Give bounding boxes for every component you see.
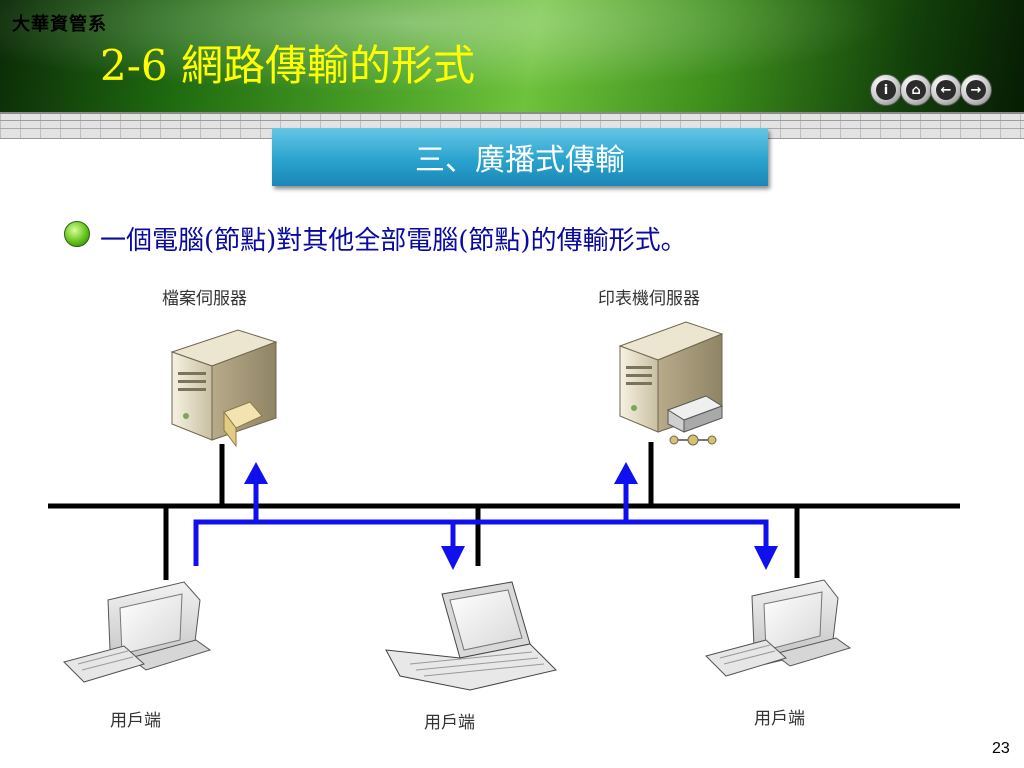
client-label: 用戶端 [110, 711, 161, 731]
nav-buttons: i ⌂ ← → [870, 74, 992, 106]
header-banner [0, 0, 1024, 112]
client-laptop-icon [385, 581, 557, 691]
page-title: 2-6 網路傳輸的形式 [100, 41, 475, 90]
broadcast-signal [193, 462, 778, 570]
info-button[interactable]: i [870, 74, 902, 106]
file-server-label: 檔案伺服器 [162, 289, 247, 309]
section-subtitle: 三、廣播式傳輸 [272, 128, 768, 186]
client-desktop-icon [63, 581, 212, 683]
arrow-right-icon: → [966, 80, 986, 100]
info-icon: i [876, 80, 896, 100]
department-label: 大華資管系 [12, 14, 107, 35]
print-server-icon [618, 321, 724, 446]
file-server-icon [170, 329, 278, 448]
arrow-left-icon: ← [936, 80, 956, 100]
print-server-label: 印表機伺服器 [598, 289, 700, 309]
network-bus [48, 442, 960, 580]
client-desktop-icon [705, 579, 852, 677]
forward-button[interactable]: → [960, 74, 992, 106]
bullet-text: 一個電腦(節點)對其他全部電腦(節點)的傳輸形式。 [100, 226, 687, 256]
home-icon: ⌂ [906, 80, 926, 100]
bullet-icon [64, 221, 90, 247]
client-label: 用戶端 [424, 713, 475, 733]
page-number: 23 [992, 740, 1010, 757]
client-label: 用戶端 [754, 709, 805, 729]
back-button[interactable]: ← [930, 74, 962, 106]
home-button[interactable]: ⌂ [900, 74, 932, 106]
